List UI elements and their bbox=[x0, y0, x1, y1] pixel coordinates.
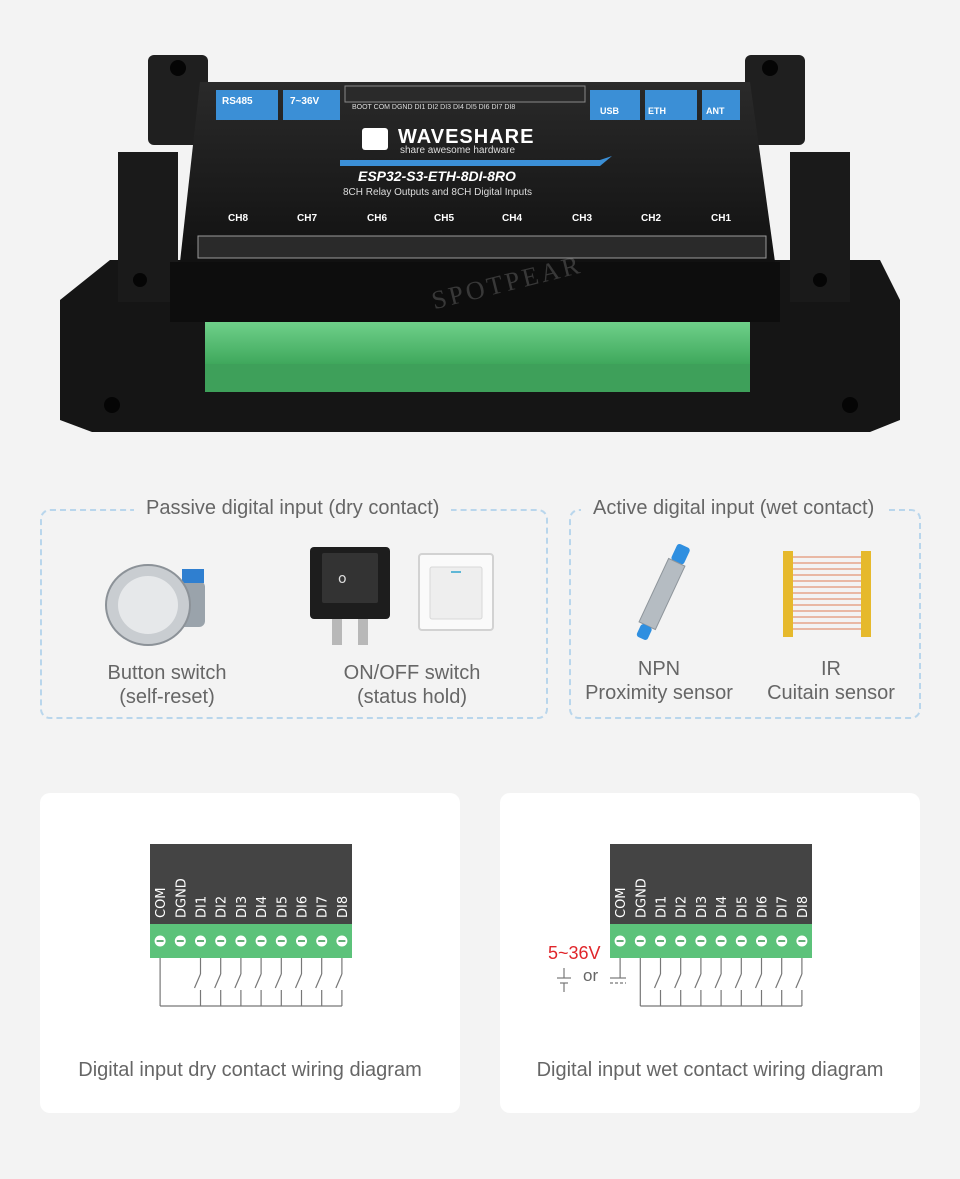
caption-line: (self-reset) bbox=[119, 686, 215, 708]
switch-contact bbox=[315, 973, 323, 989]
proximity-sensor-icon bbox=[636, 543, 690, 640]
waveshare-logo-icon bbox=[362, 128, 388, 150]
pin-label: DI4 bbox=[255, 896, 270, 918]
pin-label: COM bbox=[614, 887, 629, 918]
usb-label: USB bbox=[600, 106, 620, 116]
pin-label: DI6 bbox=[756, 896, 771, 918]
switch-contact bbox=[775, 973, 783, 989]
pin-header bbox=[150, 844, 352, 924]
pin-label: DI6 bbox=[296, 896, 311, 918]
wiring-lines bbox=[639, 958, 803, 1007]
channel-label: CH7 bbox=[297, 213, 318, 224]
channel-label: CH3 bbox=[572, 213, 593, 224]
npn-sensor-caption: NPN Proximity sensor bbox=[577, 657, 741, 705]
switch-contact bbox=[274, 973, 282, 989]
switch-contact bbox=[714, 973, 722, 989]
pin-header bbox=[610, 844, 812, 924]
pin-label: DI8 bbox=[796, 896, 811, 918]
brand-tagline: share awesome hardware bbox=[400, 145, 516, 156]
onoff-switch-caption: ON/OFF switch (status hold) bbox=[322, 661, 502, 709]
pin-label: DI5 bbox=[735, 896, 750, 918]
top-pin-labels: BOOT COM DGND DI1 DI2 DI3 DI4 DI5 DI6 DI… bbox=[352, 104, 516, 111]
pin-label: DI7 bbox=[316, 896, 331, 918]
relay-module-illustration bbox=[60, 55, 900, 432]
switch-contact bbox=[214, 973, 222, 989]
pin-label: DI2 bbox=[215, 896, 230, 918]
active-panel-title: Active digital input (wet contact) bbox=[581, 497, 887, 520]
or-label: or bbox=[583, 966, 599, 985]
wall-switch-icon bbox=[418, 553, 494, 631]
model-name: ESP32-S3-ETH-8DI-8RO bbox=[358, 168, 516, 184]
switch-contact bbox=[734, 973, 742, 989]
wiring-lines bbox=[159, 958, 343, 1007]
caption-line: Cuitain sensor bbox=[767, 682, 895, 704]
pin-label: DI3 bbox=[235, 896, 250, 918]
switch-contact bbox=[254, 973, 262, 989]
rocker-switch-icon: o bbox=[310, 547, 390, 645]
pin-label: DI4 bbox=[715, 896, 730, 918]
passive-input-panel: Passive digital input (dry contact) o Bu… bbox=[40, 497, 548, 719]
wet-contact-card: COM DGND DI1 DI2 DI3 DI4 DI5 DI6 DI7 DI8 5~36V or… bbox=[500, 793, 920, 1113]
channel-label: CH8 bbox=[228, 213, 249, 224]
pin-label: DI3 bbox=[695, 896, 710, 918]
ant-label: ANT bbox=[706, 106, 725, 116]
channel-label: CH5 bbox=[434, 213, 455, 224]
pin-label: DI1 bbox=[195, 896, 210, 918]
ir-curtain-sensor-icon bbox=[783, 551, 871, 637]
pin-label: DI8 bbox=[336, 896, 351, 918]
channel-label: CH2 bbox=[641, 213, 662, 224]
pin-label: DI2 bbox=[675, 896, 690, 918]
switch-contact bbox=[795, 973, 803, 989]
passive-panel-title: Passive digital input (dry contact) bbox=[134, 497, 452, 520]
switch-contact bbox=[335, 973, 343, 989]
pin-label: DI1 bbox=[655, 896, 670, 918]
channel-label: CH1 bbox=[711, 213, 732, 224]
caption-line: ON/OFF switch bbox=[343, 662, 481, 684]
eth-label: ETH bbox=[648, 106, 666, 116]
switch-contact bbox=[754, 973, 763, 989]
switch-contact bbox=[193, 973, 202, 989]
svg-text:o: o bbox=[338, 571, 347, 587]
model-subtitle: 8CH Relay Outputs and 8CH Digital Inputs bbox=[343, 187, 532, 198]
dry-contact-wiring-diagram: COM DGND DI1 DI2 DI3 DI4 DI5 DI6 DI7 DI8 bbox=[150, 844, 352, 1007]
voltage-range-label: 7~36V bbox=[290, 96, 320, 107]
caption-line: IR bbox=[821, 658, 841, 680]
push-button-icon bbox=[105, 564, 205, 646]
switch-contact bbox=[294, 973, 303, 989]
product-photo: RS485 7~36V USB ETH ANT BOOT COM DGND DI… bbox=[0, 0, 960, 470]
caption-line: Proximity sensor bbox=[585, 682, 733, 704]
pin-label: DI5 bbox=[275, 896, 290, 918]
switch-contact bbox=[234, 973, 242, 989]
button-switch-caption: Button switch (self-reset) bbox=[82, 661, 252, 709]
voltage-label: 5~36V bbox=[548, 943, 601, 963]
channel-label: CH4 bbox=[502, 213, 523, 224]
caption-line: (status hold) bbox=[356, 686, 468, 708]
dry-contact-caption: Digital input dry contact wiring diagram bbox=[78, 1059, 422, 1081]
pin-label: DGND bbox=[634, 878, 649, 918]
pin-label: DGND bbox=[174, 878, 189, 918]
active-input-panel: Active digital input (wet contact) NPN P… bbox=[569, 497, 921, 719]
dry-contact-card: COM DGND DI1 DI2 DI3 DI4 DI5 DI6 DI7 DI8 Digital … bbox=[40, 793, 460, 1113]
switch-contact bbox=[694, 973, 702, 989]
switch-contact bbox=[674, 973, 682, 989]
wet-contact-caption: Digital input wet contact wiring diagram bbox=[536, 1059, 884, 1081]
pin-label: DI7 bbox=[776, 896, 791, 918]
caption-line: NPN bbox=[637, 658, 681, 680]
caption-line: Button switch bbox=[107, 662, 227, 684]
switch-contact bbox=[653, 973, 662, 989]
pin-label: COM bbox=[154, 887, 169, 918]
channel-label: CH6 bbox=[367, 213, 388, 224]
brand-name: WAVESHARE bbox=[398, 126, 535, 148]
ir-sensor-caption: IR Cuitain sensor bbox=[751, 657, 911, 705]
rs485-label: RS485 bbox=[222, 96, 253, 107]
wet-contact-wiring-diagram: COM DGND DI1 DI2 DI3 DI4 DI5 DI6 DI7 DI8 bbox=[557, 844, 812, 1007]
